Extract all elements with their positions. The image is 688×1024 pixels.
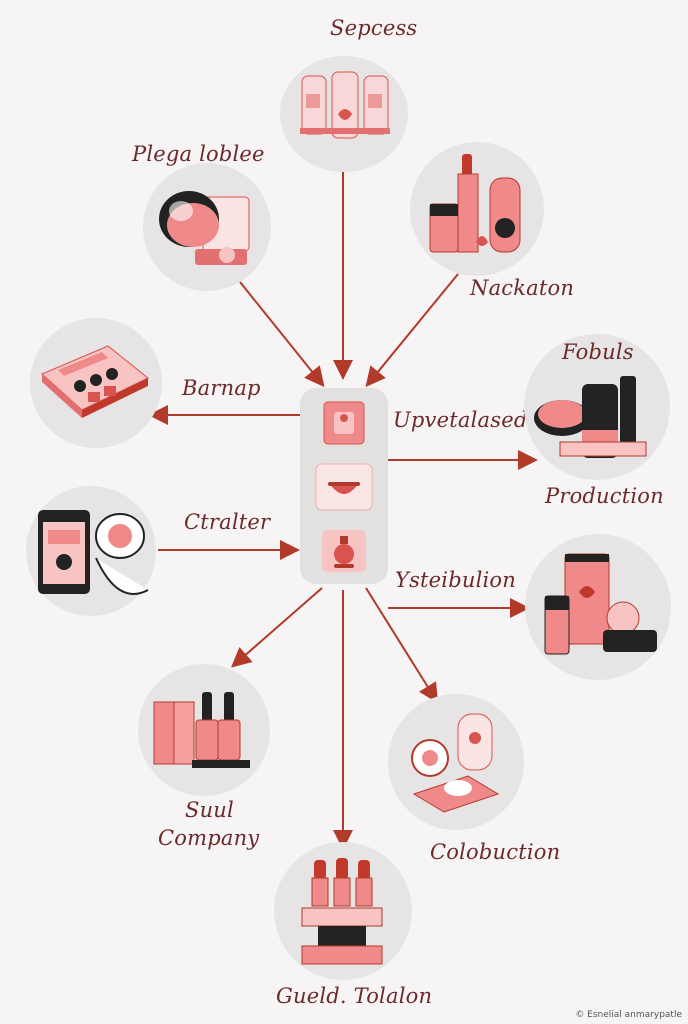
hub-box-icon bbox=[323, 401, 365, 445]
label-upper-left: Plega loblee bbox=[132, 142, 265, 166]
arrow-hub-to-bottomright bbox=[365, 587, 439, 704]
footer-credit: © Esnelial anmarypatle bbox=[575, 1010, 682, 1020]
arrow-hub-to-bottomleft bbox=[230, 587, 323, 668]
node-bottom-left bbox=[138, 664, 270, 796]
label-upper-right: Nackaton bbox=[470, 276, 575, 300]
compact-powder-icon bbox=[159, 191, 250, 265]
node-bottom bbox=[274, 842, 412, 980]
lipstick-stand-icon bbox=[301, 858, 383, 965]
label-bottom-left-1: Suul bbox=[185, 798, 234, 822]
node-right-mid bbox=[524, 334, 670, 480]
node-top bbox=[280, 56, 408, 172]
label-production: Production bbox=[545, 484, 664, 508]
makeup-kit-icon bbox=[534, 376, 647, 458]
hub-bowl-icon bbox=[315, 463, 373, 511]
label-top: Sepcess bbox=[330, 16, 418, 40]
label-left-lower: Ctralter bbox=[184, 510, 271, 534]
node-left-mid bbox=[30, 318, 162, 448]
hub-bottle-icon bbox=[322, 530, 366, 572]
nail-polish-icon bbox=[153, 692, 250, 768]
eyeshadow-palette-icon bbox=[41, 345, 149, 418]
node-bottom-right bbox=[388, 694, 524, 830]
node-right-lower bbox=[525, 534, 671, 680]
node-upper-left bbox=[143, 163, 271, 291]
hub-icons bbox=[315, 401, 373, 572]
label-hub-right: Upvetalased bbox=[393, 408, 528, 432]
arrow-upperright-to-hub bbox=[365, 273, 459, 388]
cosmetic-jars-icon bbox=[300, 71, 390, 139]
label-right-mid-top: Fobuls bbox=[562, 340, 634, 364]
node-left-lower bbox=[26, 486, 156, 616]
lipstick-set-icon bbox=[429, 154, 521, 253]
label-bottom-right: Colobuction bbox=[430, 840, 561, 864]
node-upper-right bbox=[410, 142, 544, 276]
arrow-upperleft-to-hub bbox=[239, 281, 325, 388]
tablet-mirror-icon bbox=[38, 510, 149, 595]
label-left-mid: Barnap bbox=[182, 376, 261, 400]
label-right-lower: Ysteibulion bbox=[395, 568, 516, 592]
cream-tube-icon bbox=[544, 553, 657, 655]
label-bottom: Gueld. Tolalon bbox=[276, 984, 433, 1008]
perfume-set-icon bbox=[411, 713, 500, 813]
label-bottom-left-2: Company bbox=[158, 826, 260, 850]
central-hub bbox=[300, 388, 388, 584]
